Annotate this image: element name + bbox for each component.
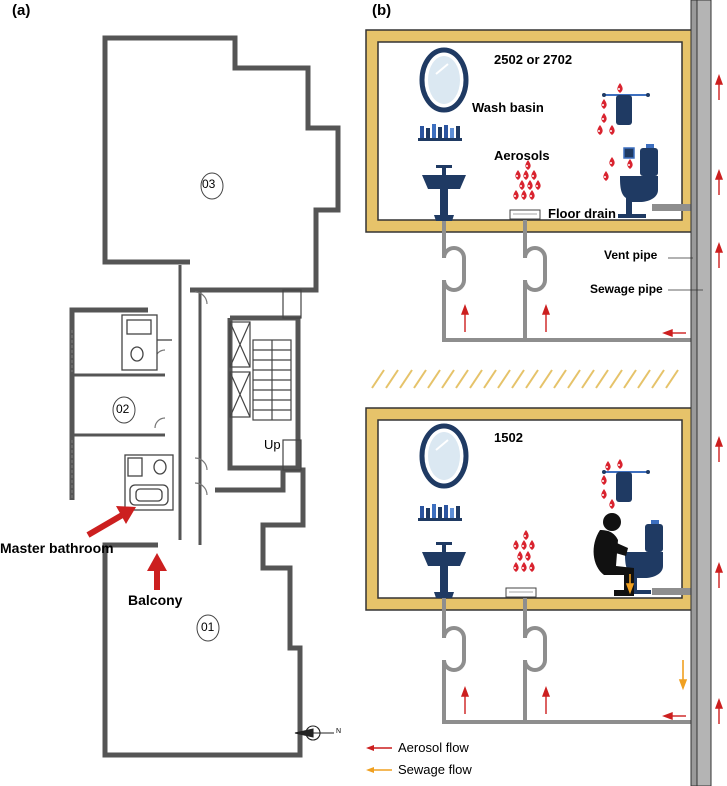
section-break: [371, 369, 679, 389]
room-01-label: 01: [201, 620, 215, 634]
floor-drain-label: Floor drain: [548, 206, 616, 221]
upper-room: [365, 29, 696, 233]
legend-arrows: [366, 745, 392, 773]
upper-drain-pipes: [442, 220, 692, 342]
lower-room-title: 1502: [494, 430, 523, 445]
room-03-label: 03: [202, 177, 216, 191]
lower-drain-pipes: [442, 598, 692, 724]
core-walls: [227, 315, 301, 471]
wash-basin-label: Wash basin: [472, 100, 544, 115]
legend-sewage-flow: Sewage flow: [398, 762, 472, 777]
lower-room: [365, 407, 696, 611]
north-arrow: [294, 725, 334, 741]
aerosols-label: Aerosols: [494, 148, 550, 163]
panel-b-label: (b): [372, 2, 392, 19]
upper-bathroom: [121, 314, 172, 371]
sewage-pipe-label: Sewage pipe: [590, 282, 663, 296]
room-03-walls: [102, 35, 341, 293]
upper-room-title: 2502 or 2702: [494, 52, 573, 67]
aerosol-flow-arrows: [460, 74, 724, 724]
vertical-stacks: [690, 0, 712, 786]
master-bathroom-fixtures: [124, 454, 174, 511]
seated-person-icon: [593, 513, 634, 596]
stair-core: [229, 289, 302, 471]
panel-a-label: (a): [12, 2, 31, 19]
north-arrow-letter: N: [336, 728, 342, 735]
west-wing-walls: [69, 307, 148, 500]
master-bathroom-callout: Master bathroom: [0, 540, 114, 556]
sewage-flow-arrows: [625, 574, 688, 691]
stair-up-label: Up: [264, 437, 281, 452]
vent-pipe-label: Vent pipe: [604, 248, 658, 262]
room-02-label: 02: [116, 402, 130, 416]
balcony-callout: Balcony: [128, 592, 183, 608]
legend-aerosol-flow: Aerosol flow: [398, 740, 469, 755]
